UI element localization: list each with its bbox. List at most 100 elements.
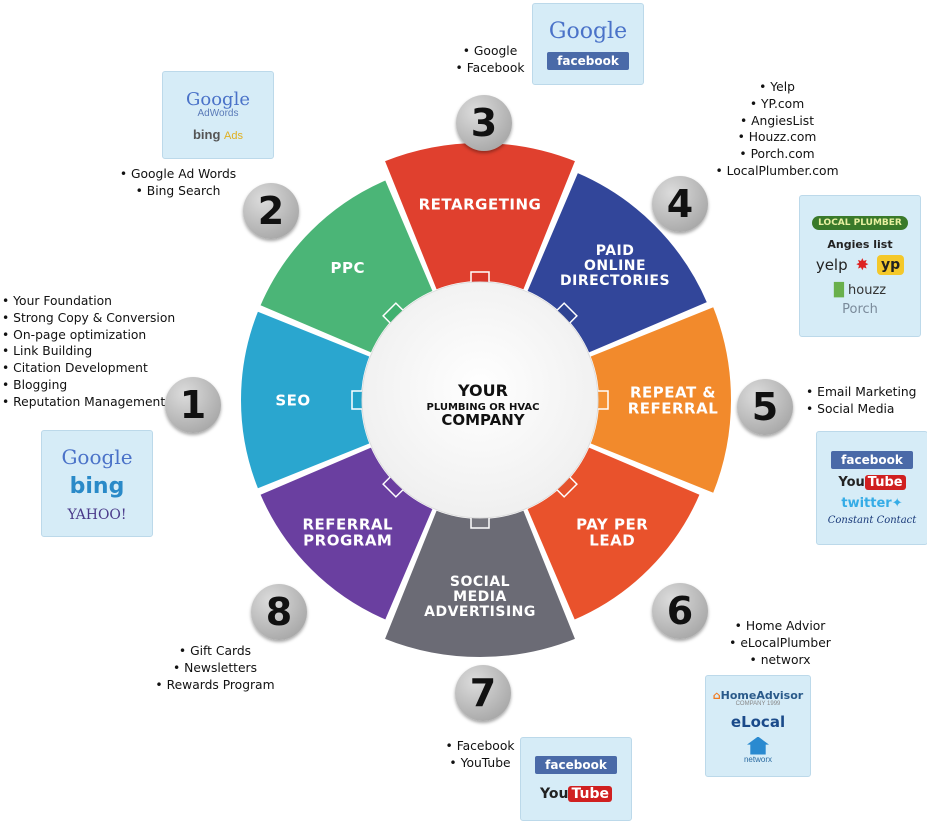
segment-label-line: MEDIA [453,589,507,605]
segment-label-line: ONLINE [584,258,646,274]
list-item: Facebook [440,60,540,77]
list-item: On-page optimization [2,327,175,344]
logo-box-payperlead: ⌂HomeAdvisor COMPANY 1999 eLocal networx [705,675,811,777]
logo-box-ppc: Google AdWords bing Ads [162,71,274,159]
step-badge-7: 7 [455,665,511,721]
logo-box-directories: LOCAL PLUMBER Angies list yelp ✸ yp █ ho… [799,195,921,337]
google-logo: Google [61,444,133,469]
step-1-list: Your Foundation Strong Copy & Conversion… [2,293,175,411]
segment-label-line: LEAD [589,531,635,549]
segment-label-repeat-referral: REPEAT &REFERRAL [628,383,719,417]
segment-label-line: SOCIAL [450,574,510,590]
list-item: Reputation Management [2,394,175,411]
list-item: Home Advior [720,618,840,635]
segment-label-line: ADVERTISING [424,604,536,620]
list-item: YP.com [712,96,842,113]
google-logo: Google [548,19,628,44]
bing-logo: bing [69,473,125,499]
list-item: Social Media [806,401,916,418]
list-item: Your Foundation [2,293,175,310]
bird-icon: ✦ [891,495,903,511]
list-item: Yelp [712,79,842,96]
segment-label-line: SEO [275,391,310,409]
networx-icon [747,736,769,755]
houzz-icon: █ [833,282,844,298]
yelp-logo: yelp [815,255,848,274]
segment-label-line: PAID [596,243,635,259]
center-hub [361,281,599,519]
logo-box-seo: Google bing YAHOO! [41,430,153,537]
list-item: Newsletters [150,660,280,677]
step-badge-4: 4 [652,176,708,232]
angieslist-logo: Angies list [827,237,893,251]
facebook-logo: facebook [535,756,617,774]
segment-label-line: PROGRAM [303,531,392,549]
list-item: Citation Development [2,360,175,377]
step-badge-2: 2 [243,183,299,239]
step-badge-3: 3 [456,95,512,151]
step-3-list: Google Facebook [440,43,540,77]
google-logo: Google [186,88,250,110]
list-item: Facebook [430,738,530,755]
logo-box-retargeting: Google facebook [532,3,644,85]
step-2-list: Google Ad Words Bing Search [108,166,248,200]
list-item: Google Ad Words [108,166,248,183]
bing-ads-logo: bing Ads [192,126,244,142]
constant-contact-logo: Constant Contact [827,514,917,526]
step-5-list: Email Marketing Social Media [806,384,916,418]
houzz-logo: █ houzz [833,282,887,298]
segment-label-ppc: PPC [331,259,366,277]
yp-logo: yp [877,254,905,275]
list-item: Gift Cards [150,643,280,660]
center-line-3: COMPANY [441,411,525,429]
segment-label-line: REPEAT & [630,383,716,401]
networx-logo: networx [743,754,772,764]
yelp-burst-icon: ✸ [855,256,870,274]
step-6-list: Home Advior eLocalPlumber networx [720,618,840,668]
list-item: Email Marketing [806,384,916,401]
house-icon: ⌂ [712,688,721,702]
segment-label-retargeting: RETARGETING [419,195,542,213]
porch-logo: Porch [842,301,878,317]
step-badge-5: 5 [737,379,793,435]
facebook-logo: facebook [831,450,913,469]
adwords-logo: AdWords [197,107,239,119]
facebook-logo: facebook [547,52,629,70]
center-line-1: YOUR [457,381,508,400]
list-item: Blogging [2,377,175,394]
step-7-list: Facebook YouTube [430,738,530,772]
list-item: Bing Search [108,183,248,200]
segment-label-line: PPC [331,259,366,277]
list-item: Link Building [2,343,175,360]
segment-label-seo: SEO [275,391,310,409]
step-badge-6: 6 [652,583,708,639]
list-item: Houzz.com [712,129,842,146]
center-line-2: PLUMBING OR HVAC [426,402,539,413]
list-item: LocalPlumber.com [712,163,842,180]
elocal-logo: eLocal [730,712,786,731]
list-item: AngiesList [712,113,842,130]
list-item: eLocalPlumber [720,635,840,652]
segment-label-line: REFERRAL [302,515,393,533]
list-item: Porch.com [712,146,842,163]
localplumber-logo: LOCAL PLUMBER [812,215,908,230]
homeadvisor-logo: ⌂HomeAdvisor [712,688,804,702]
homeadvisor-tagline: COMPANY 1999 [735,700,781,707]
yahoo-logo: YAHOO! [67,506,127,523]
list-item: Strong Copy & Conversion [2,310,175,327]
list-item: Rewards Program [150,677,280,694]
step-4-list: Yelp YP.com AngiesList Houzz.com Porch.c… [712,79,842,180]
step-8-list: Gift Cards Newsletters Rewards Program [150,643,280,693]
list-item: Google [440,43,540,60]
step-badge-8: 8 [251,584,307,640]
